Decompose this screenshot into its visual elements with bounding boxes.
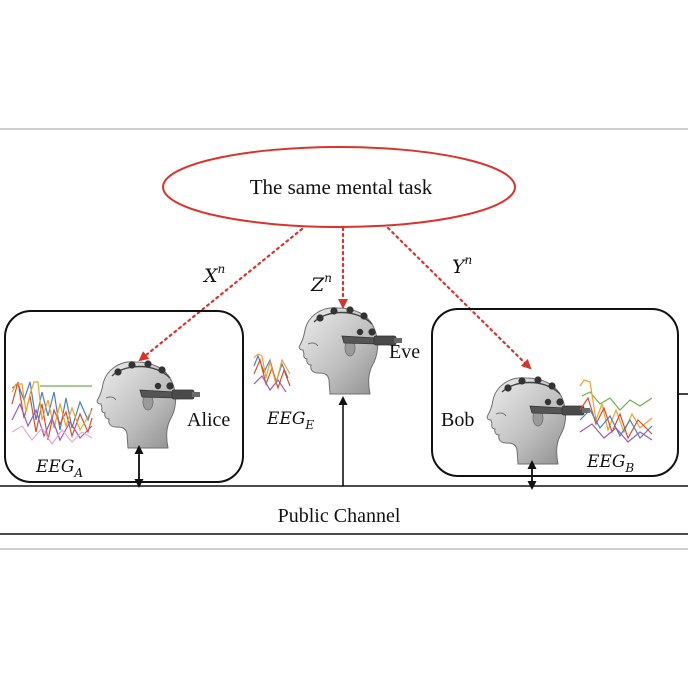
eve-label: Eve	[389, 341, 420, 363]
eeg-alice-label: EEGA	[35, 457, 83, 480]
public-channel-label: Public Channel	[278, 505, 401, 527]
eve-node: Eve EEGE	[253, 305, 420, 486]
eve-head-icon	[298, 305, 403, 395]
alice-head-icon	[96, 359, 201, 449]
eeg-plot-eve	[253, 353, 291, 393]
bob-label: Bob	[441, 409, 474, 431]
signal-y-label: Yn	[452, 253, 472, 278]
alice-label: Alice	[187, 409, 230, 431]
alice-box	[4, 310, 244, 483]
arrow-task-to-alice	[138, 227, 304, 362]
eeg-eve-label: EEGE	[266, 409, 314, 432]
eeg-plot-alice	[11, 381, 93, 446]
bob-head-icon	[486, 375, 591, 465]
signal-z-label: Zn	[310, 271, 332, 296]
eeg-plot-bob	[579, 379, 653, 443]
bob-box	[431, 308, 679, 477]
bob-node: Bob EEGB	[431, 308, 688, 490]
task-label: The same mental task	[250, 175, 433, 199]
alice-node: Alice EEGA	[4, 310, 244, 488]
task-ellipse	[162, 146, 516, 228]
eeg-bob-label: EEGB	[586, 452, 634, 475]
signal-x-label: Xn	[202, 262, 225, 287]
